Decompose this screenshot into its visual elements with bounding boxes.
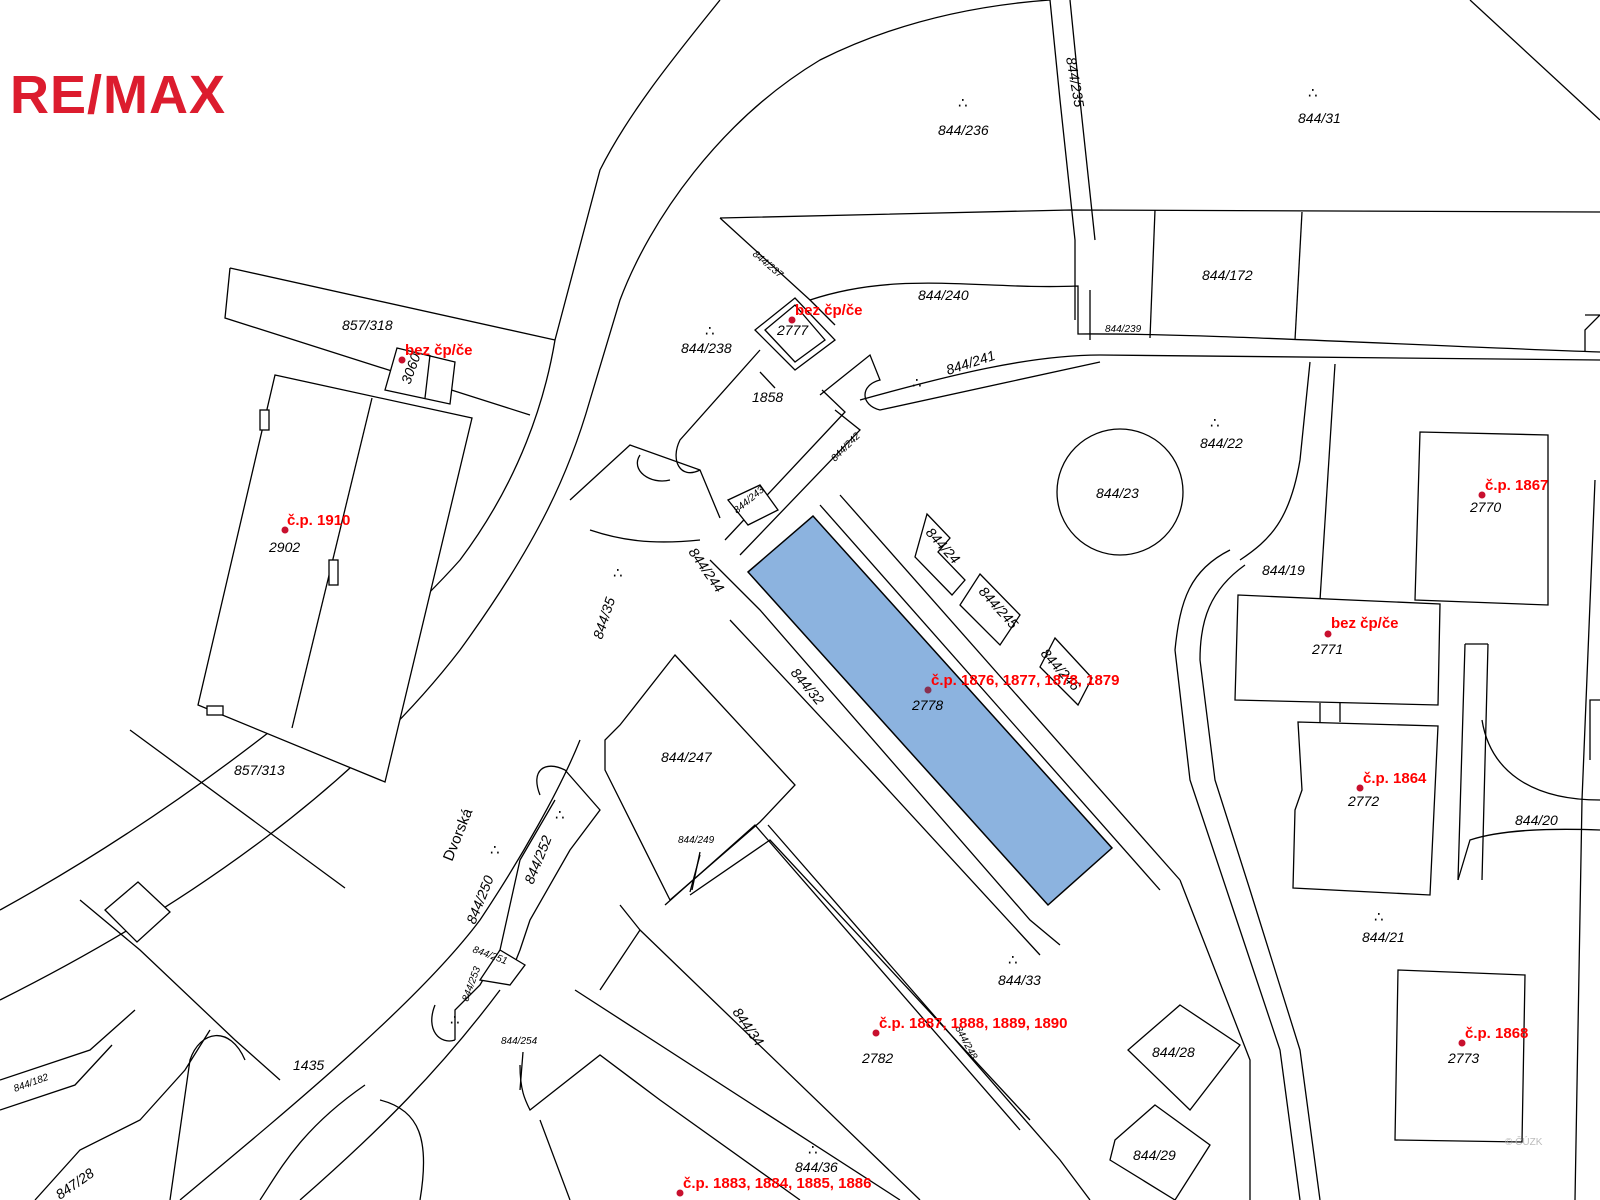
parcel-label: 844/28 [1152,1044,1195,1060]
parcel-label: 2771 [1311,641,1343,657]
highlighted-building-2778[interactable] [746,514,1114,907]
parcel-label: 844/250 [463,873,497,926]
parcel-label: 844/240 [918,287,969,303]
parcel-label: 844/23 [1096,485,1139,501]
parcel-label: 847/28 [53,1165,97,1200]
green-area-symbol: ∴ [1008,951,1018,969]
parcel-label: 844/244 [686,545,728,596]
green-area-symbol: ∴ [705,322,715,340]
central-east-parcels [709,428,1321,1200]
parcel-label: 844/19 [1262,562,1305,578]
house-label: č.p. 1887, 1888, 1889, 1890 [879,1015,1068,1032]
landuse-symbols: ∴ ∴ ∴ ∴ ∴ ∴ ∴ ∴ ∴ ∴ ∴ ∴ [450,84,1384,1159]
parcel-label: 2777 [776,322,809,338]
north-parcels [569,0,1600,556]
remax-logo: RE/MAX [10,65,226,125]
street-name-dvorska: Dvorská [440,806,477,864]
parcel-label: 844/36 [795,1159,838,1175]
parcel-label: 2902 [268,539,300,555]
parcel-label: 2770 [1469,499,1501,515]
green-area-symbol: ∴ [613,564,623,582]
parcel-label: 1435 [293,1057,324,1073]
parcel-label: 2778 [911,697,943,713]
pointer-arrows [519,371,776,1091]
green-area-symbol: ∴ [1374,908,1384,926]
parcel-label: 844/35 [590,595,619,641]
parcel-label: 1858 [752,389,783,405]
green-area-symbol: ∴ [1308,84,1318,102]
parcel-label: 844/241 [944,347,997,378]
parcel-label: 844/31 [1298,110,1341,126]
green-area-symbol: ∴ [958,94,968,112]
parcel-label: 844/172 [1202,267,1253,283]
parcel-label: 844/33 [998,972,1041,988]
parcel-label: 2772 [1347,793,1379,809]
parcel-label: 844/238 [681,340,732,356]
south-parcels [169,653,1241,1200]
parcel-label: 844/29 [1133,1147,1176,1163]
parcel-label: 2773 [1447,1050,1479,1066]
parcel-label: 844/237 [750,249,785,281]
green-area-symbol: ∴ [1210,414,1220,432]
house-label: č.p. 1876, 1877, 1878, 1879 [931,672,1120,689]
parcel-label: 844/182 [12,1072,50,1095]
parcel-label: 844/34 [730,1005,768,1049]
parcel-label: 844/20 [1515,812,1558,828]
house-label: č.p. 1910 [287,512,350,529]
green-area-symbol: ∴ [450,1011,460,1029]
watermark: © ČÚZK [1505,1135,1543,1148]
house-number-labels: č.p. 1910 bez čp/če bez čp/če č.p. 1867 … [287,302,1548,1192]
green-area-symbol: ∴ [912,374,922,392]
house-label: bez čp/če [1331,615,1399,632]
green-area-symbol: ∴ [808,1141,818,1159]
parcel-label: 844/249 [678,835,715,846]
parcel-label: 844/32 [788,665,828,708]
west-parcels [0,267,556,1200]
parcel-label: 844/254 [501,1036,538,1047]
parcel-label: 844/22 [1200,435,1243,451]
parcel-label: 857/313 [234,762,285,778]
address-points [281,316,1486,1197]
house-label: bez čp/če [405,342,473,359]
parcel-label: 857/318 [342,317,393,333]
parcel-label: 844/235 [1063,56,1088,109]
parcel-label: 844/236 [938,122,989,138]
house-label: č.p. 1864 [1363,770,1427,787]
parcel-label: 844/251 [471,944,509,967]
green-area-symbol: ∴ [555,806,565,824]
parcel-label: 844/239 [1105,324,1142,335]
green-area-symbol: ∴ [490,841,500,859]
house-label: bez čp/če [795,302,863,319]
parcel-label: 844/21 [1362,929,1405,945]
main-road [0,0,1051,1200]
parcel-label: 844/242 [829,430,863,464]
house-label: č.p. 1867 [1485,477,1548,494]
house-label: č.p. 1868 [1465,1025,1528,1042]
parcel-label: 844/252 [521,833,555,886]
parcel-label: 2782 [861,1050,893,1066]
east-parcels [1234,314,1600,1200]
parcel-label: 844/247 [661,749,713,765]
house-label: č.p. 1883, 1884, 1885, 1886 [683,1175,872,1192]
